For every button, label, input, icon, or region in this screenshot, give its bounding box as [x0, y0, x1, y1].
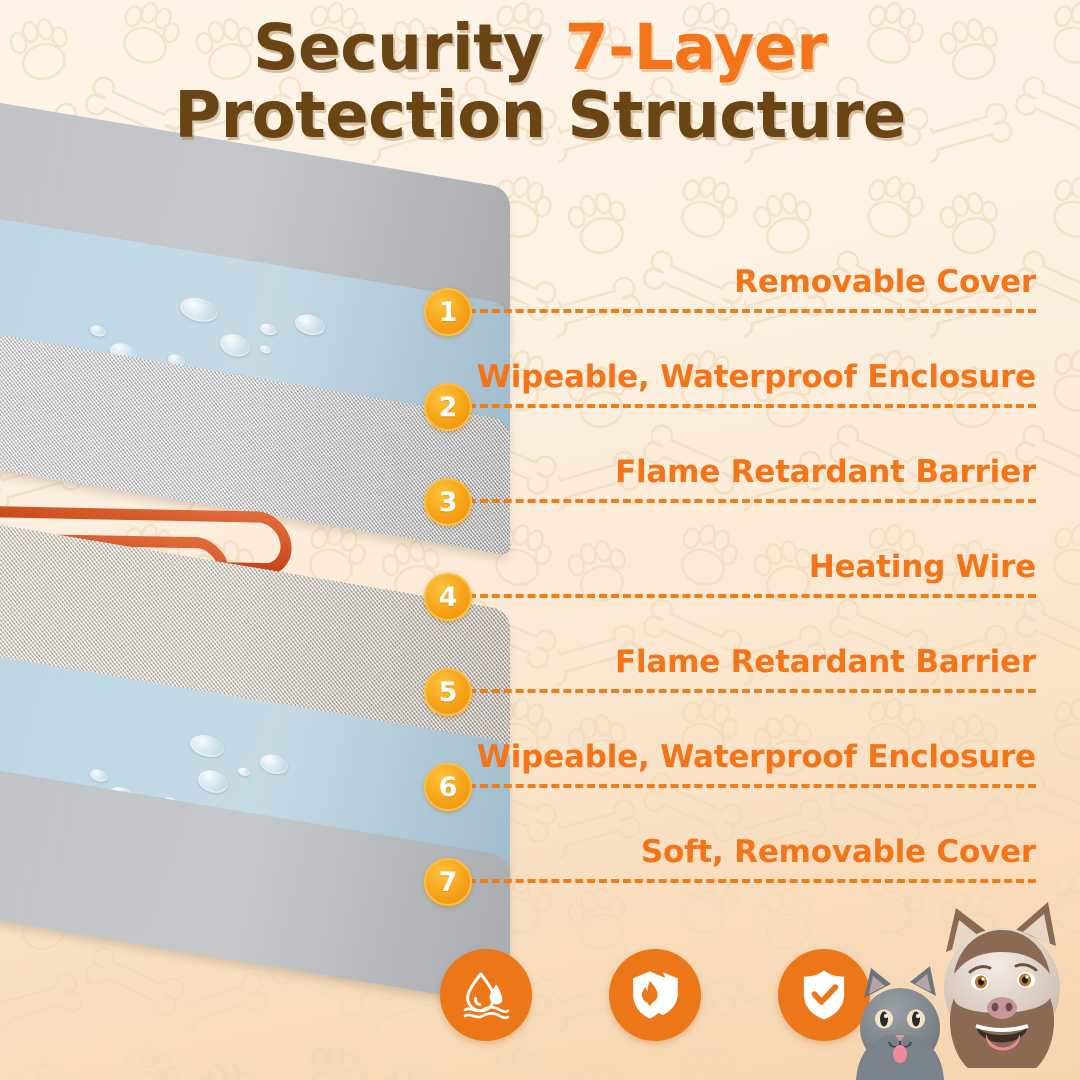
callout-label-2: Wipeable, Waterproof Enclosure [476, 359, 1036, 395]
callout-dash-line-5 [468, 689, 1036, 693]
callout-dash-line-1 [468, 309, 1036, 313]
feature-icon-row [440, 930, 870, 1060]
cat-illustration [856, 966, 944, 1080]
callout-dash-line-2 [468, 404, 1036, 408]
layer-badge-6: 6 [424, 763, 472, 811]
callout-dash-line-4 [468, 594, 1036, 598]
callout-row-3[interactable]: 3 Flame Retardant Barrier [424, 454, 1036, 526]
callout-label-5: Flame Retardant Barrier [614, 644, 1036, 680]
layer-badge-7: 7 [424, 858, 472, 906]
pets-photo [850, 880, 1080, 1080]
shield-check-icon [803, 970, 845, 1020]
layer-badge-5: 5 [424, 668, 472, 716]
layer-badge-1: 1 [424, 288, 472, 336]
callout-row-5[interactable]: 5 Flame Retardant Barrier [424, 644, 1036, 716]
callout-label-7: Soft, Removable Cover [640, 834, 1036, 870]
callout-label-6: Wipeable, Waterproof Enclosure [476, 739, 1036, 775]
callout-row-2[interactable]: 2 Wipeable, Waterproof Enclosure [424, 359, 1036, 431]
callout-row-1[interactable]: 1 Removable Cover [424, 264, 1036, 336]
callout-dash-line-6 [468, 784, 1036, 788]
callout-row-4[interactable]: 4 Heating Wire [424, 549, 1036, 621]
callout-label-4: Heating Wire [808, 549, 1036, 585]
feature-flame-retardant[interactable] [609, 949, 701, 1041]
feature-waterproof[interactable] [440, 949, 532, 1041]
callout-dash-line-3 [468, 499, 1036, 503]
layer-badge-4: 4 [424, 573, 472, 621]
callout-label-3: Flame Retardant Barrier [614, 454, 1036, 490]
layer-badge-3: 3 [424, 478, 472, 526]
layer-badge-2: 2 [424, 383, 472, 431]
callout-row-6[interactable]: 6 Wipeable, Waterproof Enclosure [424, 739, 1036, 811]
shield-flame-icon [633, 971, 678, 1019]
callout-label-1: Removable Cover [734, 264, 1036, 300]
water-drop-waves-icon [463, 972, 510, 1020]
dog-illustration [944, 902, 1060, 1068]
